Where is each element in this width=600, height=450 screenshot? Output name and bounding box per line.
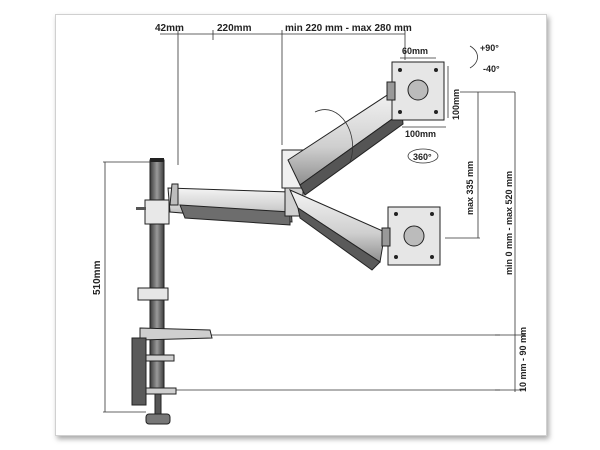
tilt-indicator-icon <box>469 45 478 69</box>
upper-arm-raised <box>287 89 404 196</box>
tilt-arc <box>314 109 353 163</box>
vesa-plate-upper <box>386 61 445 121</box>
desk-clamp <box>131 327 213 425</box>
dim-42mm-label: 42mm <box>155 23 184 34</box>
lower-arm <box>167 183 293 226</box>
dim-range-label: min 220 mm - max 280 mm <box>285 23 412 34</box>
top-dimension-lines <box>160 30 406 165</box>
upper-arm-lowered <box>289 189 386 271</box>
rotation-label: 360° <box>413 152 432 162</box>
vesa-60mm-label: 60mm <box>402 46 428 56</box>
vesa-height-label: 100mm <box>451 89 461 120</box>
vesa-plate-lower <box>381 206 441 266</box>
rotation-icon <box>407 148 439 164</box>
height-range-label: min 0 mm - max 520 mm <box>504 171 514 275</box>
vertical-travel-label: max 335 mm <box>465 161 475 215</box>
dim-220mm-label: 220mm <box>217 23 252 34</box>
pole-height-label: 510mm <box>92 260 103 295</box>
tilt-up-label: +90° <box>480 43 499 53</box>
tilt-down-label: -40° <box>483 64 500 74</box>
vesa-width-label: 100mm <box>405 129 436 139</box>
pole-height-dimension <box>103 161 150 413</box>
desk-thickness-label: 10 mm - 90 mm <box>518 327 528 392</box>
